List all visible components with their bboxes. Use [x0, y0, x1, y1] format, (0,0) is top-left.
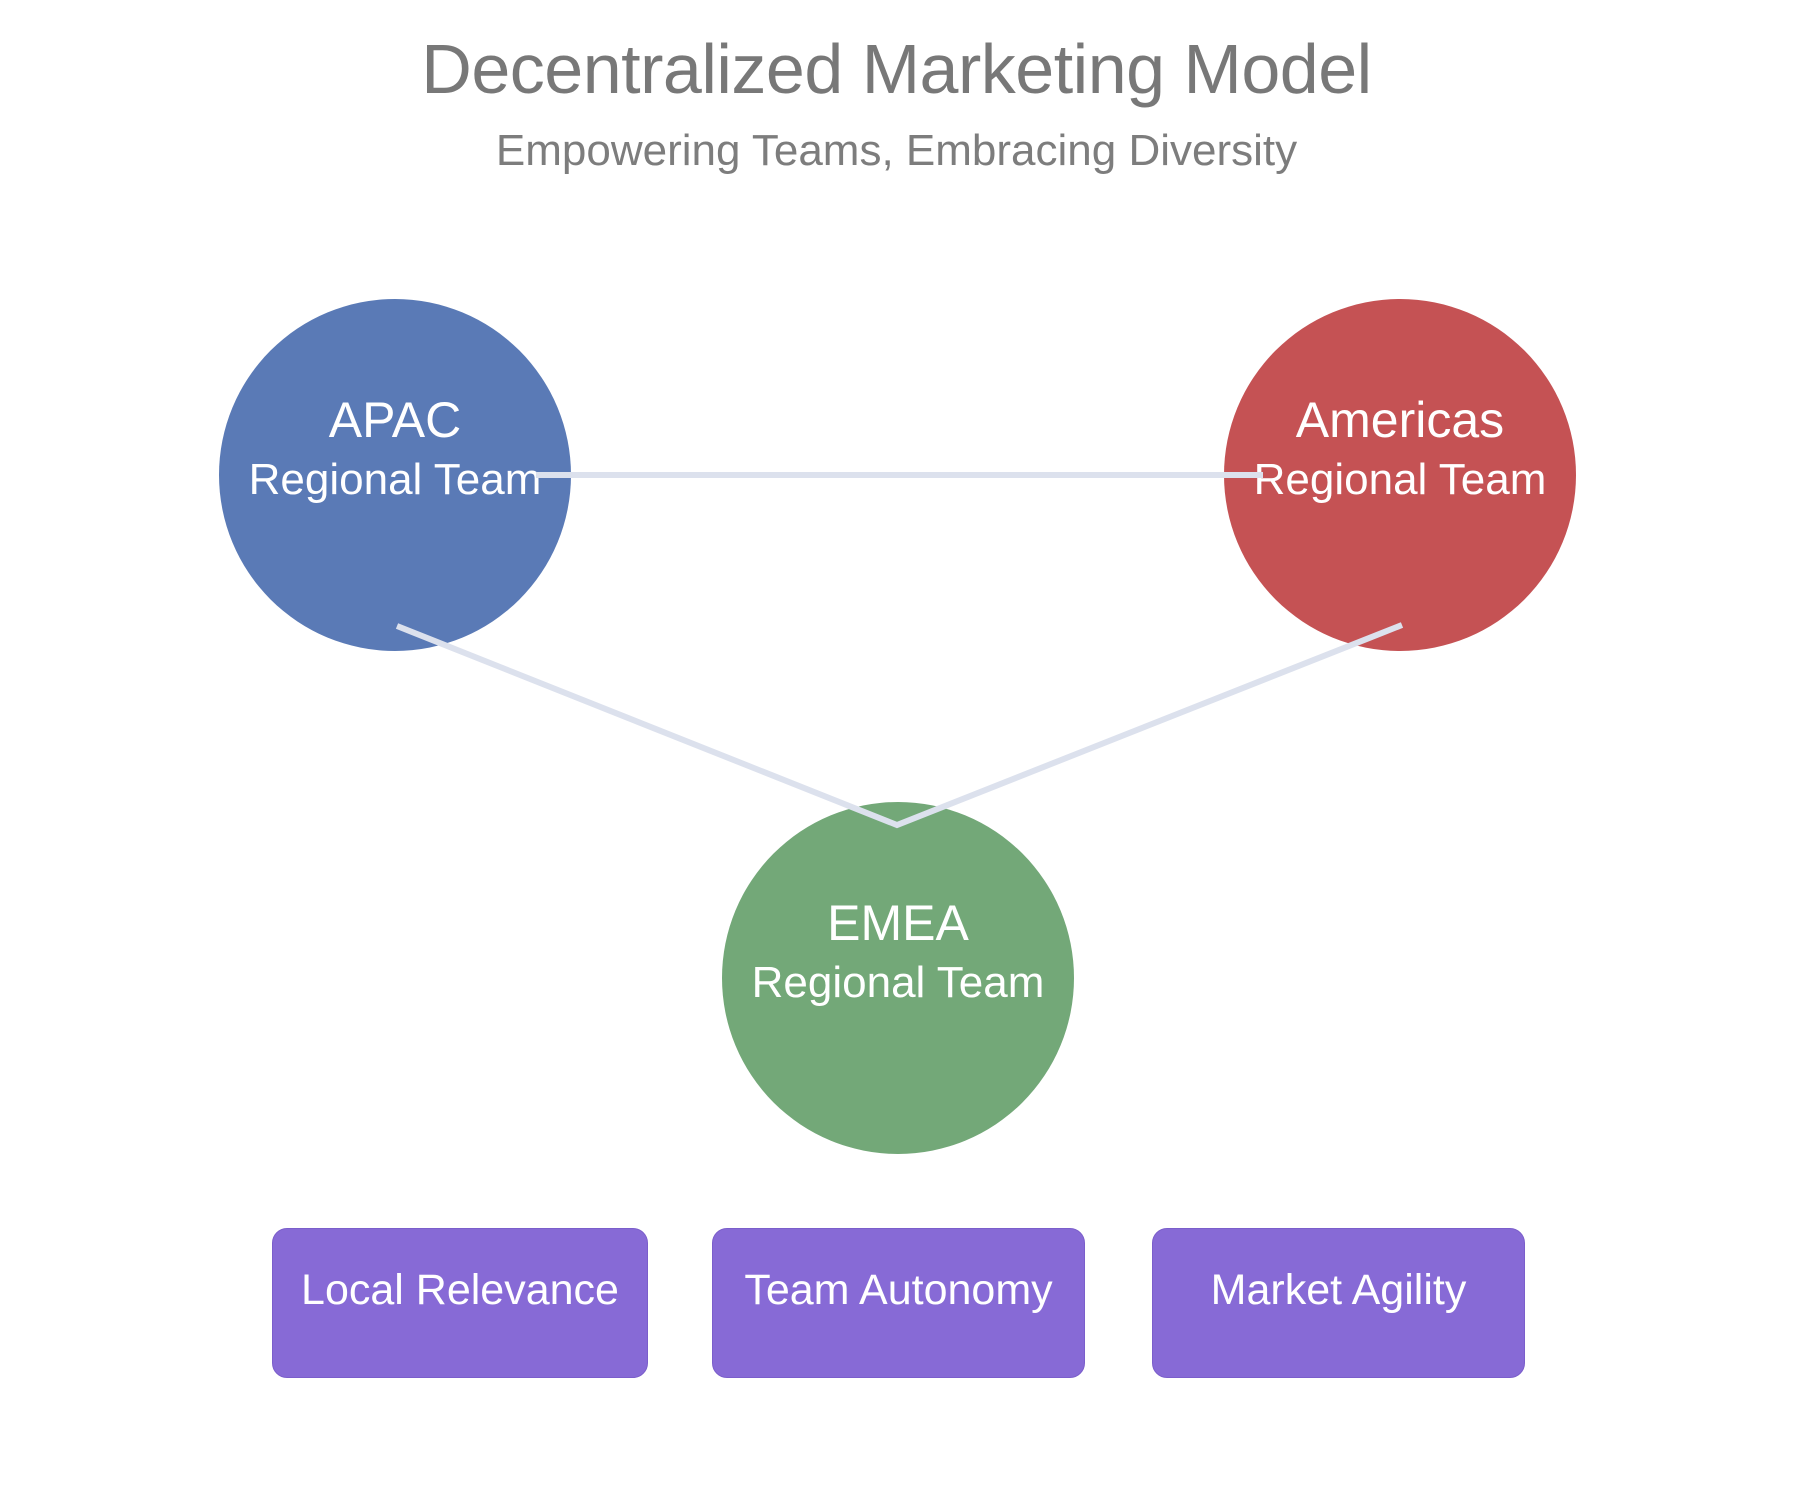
benefit-label-team-autonomy: Team Autonomy: [744, 1265, 1053, 1314]
benefit-box-market-agility: Market Agility: [1152, 1228, 1525, 1378]
node-emea-sublabel: Regional Team: [751, 958, 1045, 1007]
node-emea-label: EMEA: [827, 895, 969, 951]
node-americas: Americas Regional Team: [1224, 299, 1576, 651]
node-emea-text: EMEA Regional Team: [752, 893, 1045, 1011]
page-subtitle: Empowering Teams, Embracing Diversity: [495, 126, 1298, 175]
node-americas-sublabel: Regional Team: [1253, 455, 1547, 504]
node-americas-text: Americas Regional Team: [1254, 390, 1547, 508]
node-americas-label: Americas: [1295, 392, 1505, 448]
connector-emea-v: [395, 622, 1404, 829]
page-title: Decentralized Marketing Model: [421, 30, 1372, 108]
node-apac-label: APAC: [328, 392, 462, 448]
node-apac-text: APAC Regional Team: [249, 390, 542, 508]
benefit-box-team-autonomy: Team Autonomy: [712, 1228, 1085, 1378]
node-apac: APAC Regional Team: [219, 299, 571, 651]
benefit-box-local-relevance: Local Relevance: [272, 1228, 648, 1378]
node-emea: EMEA Regional Team: [722, 802, 1074, 1154]
benefit-label-market-agility: Market Agility: [1210, 1265, 1467, 1314]
node-apac-sublabel: Regional Team: [248, 455, 542, 504]
benefit-label-local-relevance: Local Relevance: [301, 1265, 619, 1314]
